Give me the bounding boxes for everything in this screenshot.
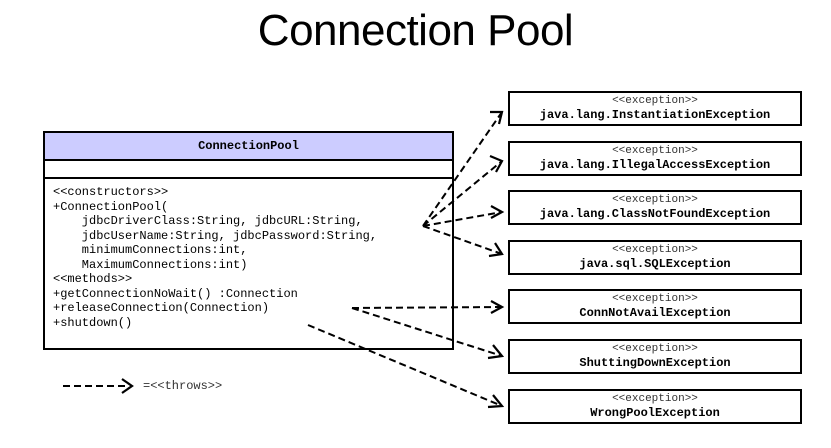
exception-class-not-found: <<exception>> java.lang.ClassNotFoundExc… bbox=[508, 190, 802, 225]
throws-arrow bbox=[422, 211, 503, 227]
exception-name: java.lang.InstantiationException bbox=[539, 108, 771, 122]
arrowhead bbox=[490, 300, 505, 314]
constructor-signature: +ConnectionPool( bbox=[53, 199, 169, 214]
exception-stereotype: <<exception>> bbox=[612, 293, 698, 305]
exception-shutting-down: <<exception>> ShuttingDownException bbox=[508, 339, 802, 374]
constructor-param-line: minimumConnections:int, bbox=[53, 243, 248, 257]
diagram-title: Connection Pool bbox=[257, 6, 574, 55]
exception-name: ShuttingDownException bbox=[579, 356, 731, 370]
exception-name: java.lang.IllegalAccessException bbox=[539, 158, 771, 172]
throws-arrow bbox=[422, 225, 503, 255]
exception-name: ConnNotAvailException bbox=[579, 306, 731, 320]
throws-arrow bbox=[351, 307, 503, 357]
exception-stereotype: <<exception>> bbox=[612, 145, 698, 157]
arrowhead bbox=[487, 344, 505, 360]
constructor-param-line: jdbcUserName:String, jdbcPassword:String… bbox=[53, 228, 378, 243]
exception-stereotype: <<exception>> bbox=[612, 95, 698, 107]
legend-throws-label: =<<throws>> bbox=[143, 379, 223, 393]
exception-sql: <<exception>> java.sql.SQLException bbox=[508, 240, 802, 275]
constructor-param-line: jdbcDriverClass:String, jdbcURL:String, bbox=[53, 214, 363, 228]
throws-arrow bbox=[422, 160, 503, 227]
connection-pool-class: ConnectionPool <<constructors>>+Connecti… bbox=[43, 131, 454, 350]
exception-stereotype: <<exception>> bbox=[612, 244, 698, 256]
arrowhead bbox=[489, 154, 504, 173]
class-attributes-section bbox=[45, 161, 452, 179]
throws-arrow bbox=[307, 324, 503, 407]
class-name: ConnectionPool bbox=[45, 133, 452, 161]
exception-stereotype: <<exception>> bbox=[612, 194, 698, 206]
exception-wrong-pool: <<exception>> WrongPoolException bbox=[508, 389, 802, 424]
arrowhead bbox=[488, 242, 504, 258]
exception-conn-not-avail: <<exception>> ConnNotAvailException bbox=[508, 289, 802, 324]
exception-name: java.lang.ClassNotFoundException bbox=[539, 207, 771, 221]
exception-stereotype: <<exception>> bbox=[612, 393, 698, 405]
constructor-param-line: MaximumConnections:int) bbox=[53, 257, 248, 272]
method-shutdown: +shutdown() bbox=[53, 315, 133, 330]
exception-instantiation: <<exception>> java.lang.InstantiationExc… bbox=[508, 91, 802, 126]
arrowhead bbox=[490, 205, 505, 219]
stereotype-constructors: <<constructors>> bbox=[53, 185, 169, 199]
exception-illegal-access: <<exception>> java.lang.IllegalAccessExc… bbox=[508, 141, 802, 176]
exception-stereotype: <<exception>> bbox=[612, 343, 698, 355]
method-release-connection: +releaseConnection(Connection) bbox=[53, 301, 270, 315]
throws-arrow bbox=[422, 111, 503, 227]
method-get-connection-no-wait: +getConnectionNoWait() :Connection bbox=[53, 286, 298, 301]
class-operations-section: <<constructors>>+ConnectionPool( jdbcDri… bbox=[45, 179, 452, 330]
stereotype-methods: <<methods>> bbox=[53, 272, 133, 286]
exception-name: java.sql.SQLException bbox=[579, 257, 731, 271]
throws-arrow bbox=[351, 306, 503, 309]
arrowhead bbox=[487, 394, 505, 409]
arrowhead bbox=[490, 110, 504, 125]
exception-name: WrongPoolException bbox=[590, 406, 720, 420]
legend-arrowhead bbox=[121, 378, 134, 394]
